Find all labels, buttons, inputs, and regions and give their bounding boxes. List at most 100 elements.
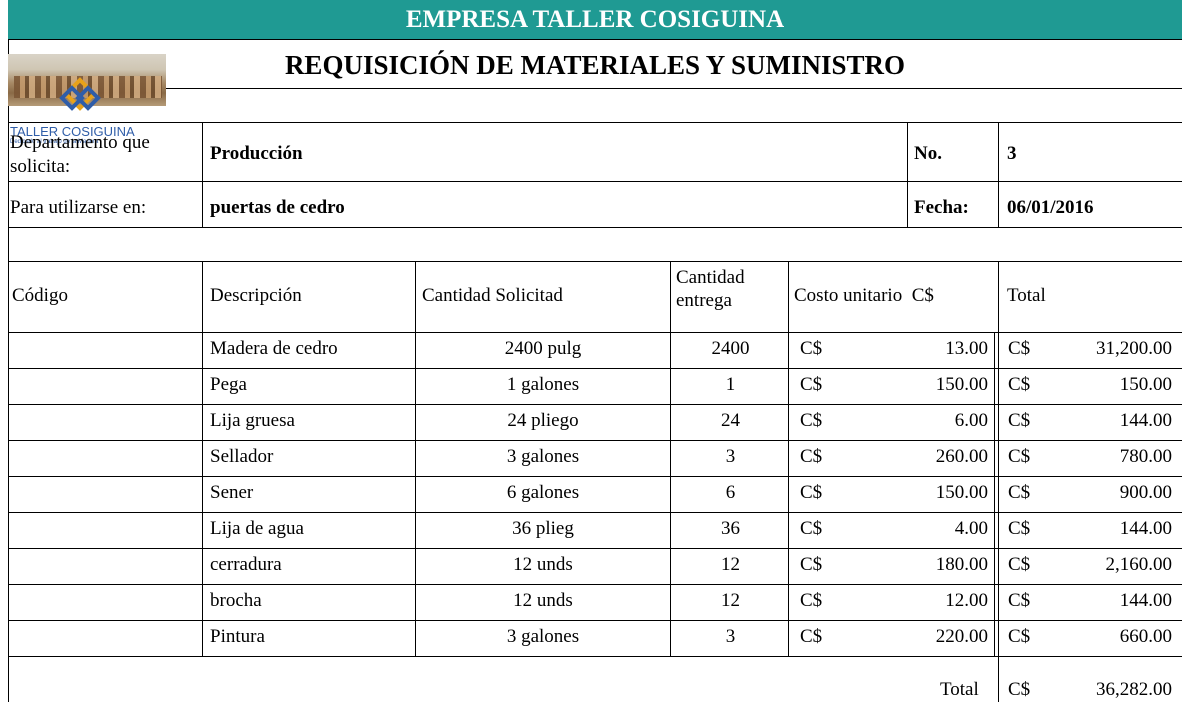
department-label-line1: Departamento que (10, 132, 150, 153)
department-label-line2: solicita: (10, 156, 71, 177)
date-label: Fecha: (914, 197, 969, 218)
grid-line-h (8, 332, 1182, 333)
row-qty-requested: 2400 pulg (504, 338, 582, 359)
grid-line-v (998, 656, 999, 702)
number-label: No. (914, 143, 942, 164)
row-qty-requested: 12 unds (513, 590, 573, 611)
row-qty-requested: 6 galones (506, 482, 580, 503)
spacer-row (8, 89, 1182, 123)
row-unit-cost: 12.00 (945, 590, 988, 611)
logo-diamond-icon (59, 77, 101, 111)
row-unit-currency: C$ (800, 446, 823, 467)
grid-line-h (8, 440, 1182, 441)
grid-line-h (8, 404, 1182, 405)
row-description: Sener (210, 482, 254, 503)
col-qty-delivered-line1: Cantidad (676, 267, 745, 288)
company-banner: EMPRESA TALLER COSIGUINA (8, 0, 1182, 40)
sheet-border (8, 0, 9, 702)
date-value: 06/01/2016 (1007, 197, 1094, 218)
row-unit-cost: 13.00 (945, 338, 988, 359)
row-description: brocha (210, 590, 262, 611)
grid-line-v (998, 122, 999, 227)
col-total: Total (1007, 285, 1046, 306)
grid-line-h (8, 548, 1182, 549)
grid-line-h (8, 181, 1182, 182)
row-unit-cost: 220.00 (935, 626, 988, 647)
use-value: puertas de cedro (210, 197, 345, 218)
department-label: Departamento que (10, 132, 150, 154)
row-unit-currency: C$ (800, 518, 823, 539)
row-qty-delivered: 24 (721, 410, 740, 431)
row-total-currency: C$ (1008, 338, 1031, 359)
row-total: 144.00 (1119, 518, 1172, 539)
grid-line-v (670, 261, 671, 656)
row-total-currency: C$ (1008, 518, 1031, 539)
col-qty-delivered: Cantidad entrega (676, 266, 745, 312)
row-total-currency: C$ (1008, 482, 1031, 503)
grid-line-h (8, 656, 1182, 657)
row-unit-currency: C$ (800, 590, 823, 611)
logo-name: TALLER COSIGUINA (10, 124, 135, 139)
row-qty-delivered: 1 (725, 374, 736, 395)
col-qty-requested: Cantidad Solicitad (422, 285, 563, 306)
company-logo (8, 46, 168, 122)
col-description: Descripción (210, 285, 302, 306)
row-qty-delivered: 12 (721, 554, 740, 575)
department-value: Producción (210, 143, 303, 164)
row-unit-cost: 6.00 (954, 410, 988, 431)
row-unit-currency: C$ (800, 338, 823, 359)
row-description: Pega (210, 374, 247, 395)
row-total: 780.00 (1119, 446, 1172, 467)
row-qty-requested: 24 pliego (507, 410, 579, 431)
grid-line-v (415, 261, 416, 656)
grid-line-v (202, 261, 203, 656)
row-qty-requested: 36 plieg (512, 518, 574, 539)
row-description: Madera de cedro (210, 338, 338, 359)
col-code: Código (12, 285, 68, 306)
row-total: 2,160.00 (1105, 554, 1173, 575)
row-unit-cost: 260.00 (935, 446, 988, 467)
grid-line-h (8, 476, 1182, 477)
row-total-currency: C$ (1008, 410, 1031, 431)
row-total-currency: C$ (1008, 590, 1031, 611)
grid-line-h (8, 512, 1182, 513)
row-total: 660.00 (1119, 626, 1172, 647)
row-total-currency: C$ (1008, 446, 1031, 467)
row-unit-currency: C$ (800, 626, 823, 647)
row-qty-requested: 12 unds (513, 554, 573, 575)
grand-total-label: Total (940, 679, 979, 700)
grid-line-v (788, 261, 789, 656)
use-label: Para utilizarse en: (10, 197, 147, 218)
grid-line-h (8, 620, 1182, 621)
row-unit-currency: C$ (800, 374, 823, 395)
form-title: REQUISICIÓN DE MATERIALES Y SUMINISTRO (8, 40, 1182, 89)
row-description: Pintura (210, 626, 265, 647)
row-unit-cost: 150.00 (935, 374, 988, 395)
number-value: 3 (1007, 143, 1017, 164)
grid-line-h (8, 227, 1182, 228)
row-qty-delivered: 3 (725, 626, 736, 647)
row-total: 144.00 (1119, 410, 1172, 431)
row-total: 144.00 (1119, 590, 1172, 611)
row-unit-currency: C$ (800, 482, 823, 503)
row-unit-cost: 150.00 (935, 482, 988, 503)
row-total: 150.00 (1119, 374, 1172, 395)
grid-line-h (8, 261, 1182, 262)
row-description: cerradura (210, 554, 282, 575)
row-qty-delivered: 12 (721, 590, 740, 611)
grid-line-v (994, 332, 995, 656)
grand-total-currency: C$ (1008, 679, 1031, 700)
row-qty-requested: 3 galones (506, 446, 580, 467)
row-qty-delivered: 6 (725, 482, 736, 503)
row-qty-requested: 3 galones (506, 626, 580, 647)
row-total-currency: C$ (1008, 626, 1031, 647)
row-total: 900.00 (1119, 482, 1172, 503)
row-unit-cost: 4.00 (954, 518, 988, 539)
col-qty-delivered-line2: entrega (676, 290, 732, 311)
grid-line-h (8, 584, 1182, 585)
row-qty-requested: 1 galones (506, 374, 580, 395)
row-description: Lija gruesa (210, 410, 295, 431)
row-qty-delivered: 3 (725, 446, 736, 467)
row-qty-delivered: 2400 (711, 338, 750, 359)
